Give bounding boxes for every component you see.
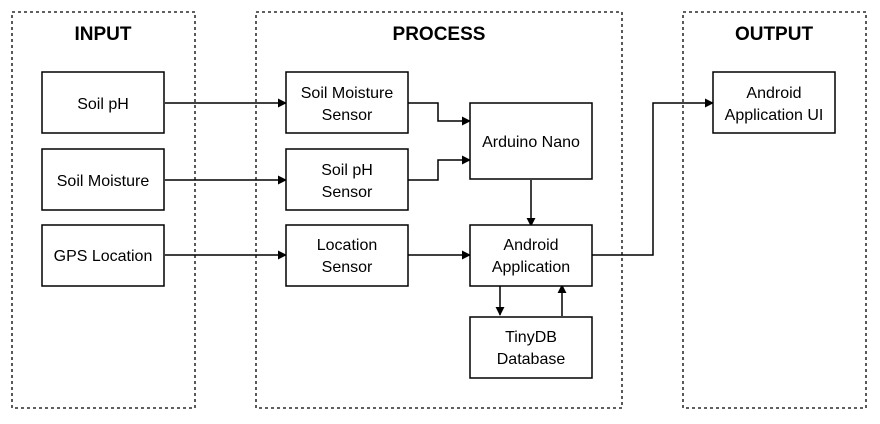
arduino-nano-line-1: Arduino Nano bbox=[482, 134, 580, 151]
edge-ph-sensor-to-arduino bbox=[408, 155, 471, 181]
android-application-box bbox=[469, 224, 593, 287]
soil-moisture-line-1: Soil Moisture bbox=[57, 173, 150, 190]
edge-android-app-to-ui bbox=[592, 98, 714, 256]
edge-moisture-sensor-to-arduino bbox=[408, 102, 471, 126]
arduino-nano-box bbox=[469, 102, 593, 180]
tinydb-database-line-1: TinyDB bbox=[505, 329, 557, 346]
arduino-nano-label: Arduino Nano bbox=[482, 134, 580, 151]
location-sensor-line-2: Sensor bbox=[322, 259, 373, 276]
soil-moisture-sensor-line-2: Sensor bbox=[322, 107, 373, 124]
android-application-line-2: Application bbox=[492, 259, 570, 276]
android-application-line-1: Android bbox=[503, 237, 558, 254]
location-sensor-line-1: Location bbox=[317, 237, 378, 254]
tinydb-database-box bbox=[469, 316, 593, 379]
soil-moisture-sensor-box bbox=[285, 71, 409, 134]
process-section bbox=[255, 11, 623, 409]
android-application-ui-line-2: Application UI bbox=[725, 107, 824, 124]
android-application-ui-line-1: Android bbox=[746, 85, 801, 102]
android-application-ui-box bbox=[712, 71, 836, 134]
soil-ph-sensor-box bbox=[285, 148, 409, 211]
soil-moisture-input-label: Soil Moisture bbox=[57, 173, 150, 190]
input-section bbox=[11, 11, 196, 409]
connectors bbox=[165, 98, 714, 316]
soil-moisture-sensor-line-1: Soil Moisture bbox=[301, 85, 394, 102]
input-section-title: INPUT bbox=[75, 24, 132, 45]
gps-location-input-label: GPS Location bbox=[54, 248, 153, 265]
soil-moisture-input-box bbox=[41, 148, 165, 211]
gps-location-input-box bbox=[41, 224, 165, 287]
soil-ph-sensor-label: Soil pH Sensor bbox=[321, 162, 373, 201]
gps-location-line-1: GPS Location bbox=[54, 248, 153, 265]
process-section-title: PROCESS bbox=[393, 24, 486, 45]
output-section bbox=[682, 11, 867, 409]
soil-ph-sensor-line-2: Sensor bbox=[322, 184, 373, 201]
tinydb-database-label: TinyDB Database bbox=[497, 329, 566, 368]
soil-ph-input-box bbox=[41, 71, 165, 134]
location-sensor-box bbox=[285, 224, 409, 287]
soil-ph-line-1: Soil pH bbox=[77, 96, 129, 113]
output-section-title: OUTPUT bbox=[735, 24, 814, 45]
tinydb-database-line-2: Database bbox=[497, 351, 566, 368]
soil-ph-input-label: Soil pH bbox=[77, 96, 129, 113]
soil-ph-sensor-line-1: Soil pH bbox=[321, 162, 373, 179]
